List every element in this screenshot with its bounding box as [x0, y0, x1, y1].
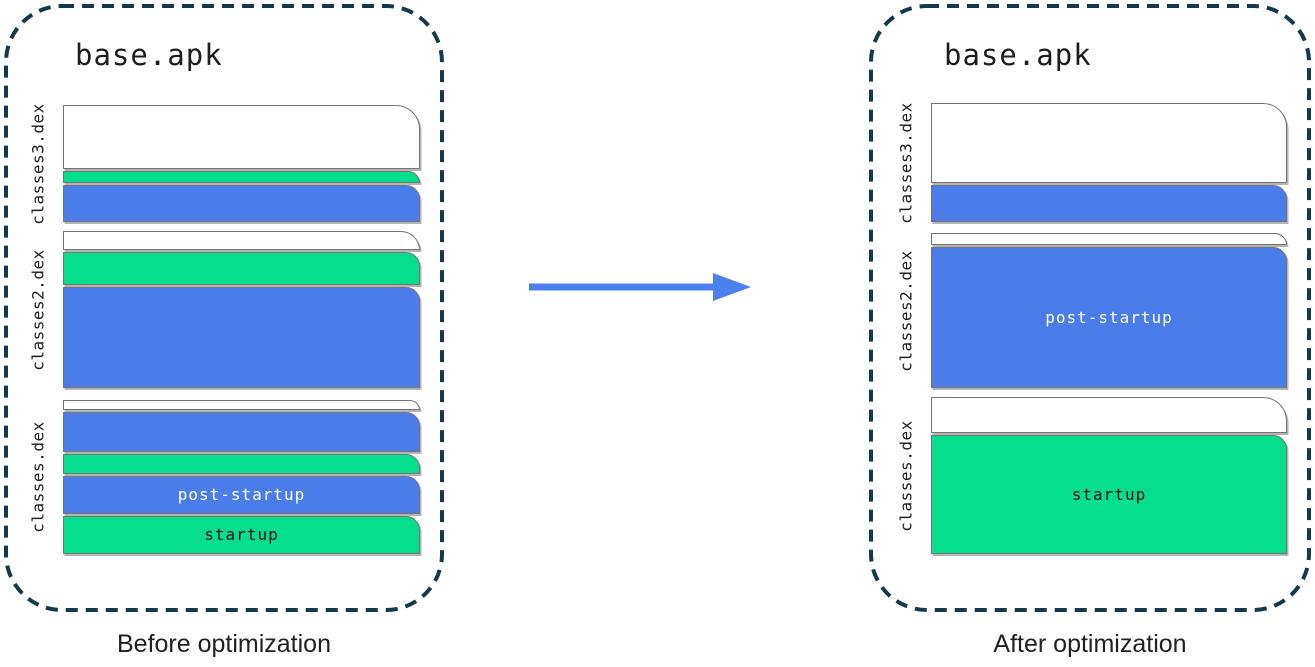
dex-file-classes: classes.dex post-startup startup	[29, 400, 420, 554]
apk-title: base.apk	[944, 38, 1092, 72]
panel-caption-before: Before optimization	[116, 630, 331, 658]
file-name-label: classes.dex	[28, 421, 48, 533]
segment-blue	[63, 287, 420, 388]
file-name-label: classes3.dex	[28, 102, 48, 225]
file-name-label: classes2.dex	[28, 248, 48, 371]
segment-label: post-startup	[177, 485, 306, 504]
segment-label: startup	[204, 525, 279, 544]
apk-title: base.apk	[75, 38, 223, 72]
dashed-container-border	[4, 4, 444, 612]
panel-before: base.apk classes3.dex classes2.dex classes…	[4, 4, 444, 658]
dex-file-classes2: classes2.dex	[29, 231, 420, 388]
file-name-label: classes2.dex	[896, 249, 916, 372]
panel-after: base.apk classes3.dex classes2.dex post-st…	[869, 4, 1311, 658]
segment-green	[63, 252, 420, 285]
segment-blue	[63, 412, 420, 452]
dashed-container-border	[869, 4, 1311, 612]
file-page	[63, 105, 420, 222]
file-page: post-startup	[931, 233, 1287, 388]
file-name-label: classes3.dex	[896, 101, 916, 224]
dex-file-classes3: classes3.dex	[897, 102, 1287, 223]
segment-post-startup: post-startup	[931, 247, 1287, 388]
segment-white	[931, 233, 1287, 245]
segment-blue	[931, 185, 1287, 222]
segment-white	[931, 397, 1287, 433]
segment-blue	[63, 185, 420, 222]
file-page	[931, 103, 1287, 222]
segment-startup: startup	[63, 516, 420, 554]
segment-white	[63, 105, 420, 169]
segment-label: post-startup	[1045, 307, 1173, 327]
dex-file-classes: classes.dex startup	[897, 397, 1287, 554]
file-page: startup	[931, 397, 1287, 554]
segment-label: startup	[1071, 484, 1147, 504]
segment-white	[63, 231, 420, 250]
right-arrow-icon	[529, 273, 751, 301]
segment-green	[63, 171, 420, 183]
dex-file-classes2: classes2.dex post-startup	[897, 233, 1287, 388]
segment-green	[63, 454, 420, 474]
file-page: post-startup startup	[63, 400, 420, 554]
segment-white	[931, 103, 1287, 183]
file-name-label: classes.dex	[896, 419, 916, 532]
dex-file-classes3: classes3.dex	[29, 103, 420, 224]
file-page	[63, 231, 420, 388]
segment-white	[63, 400, 420, 410]
segment-startup: startup	[931, 435, 1287, 554]
segment-post-startup: post-startup	[63, 476, 420, 514]
panel-caption-after: After optimization	[993, 630, 1187, 658]
